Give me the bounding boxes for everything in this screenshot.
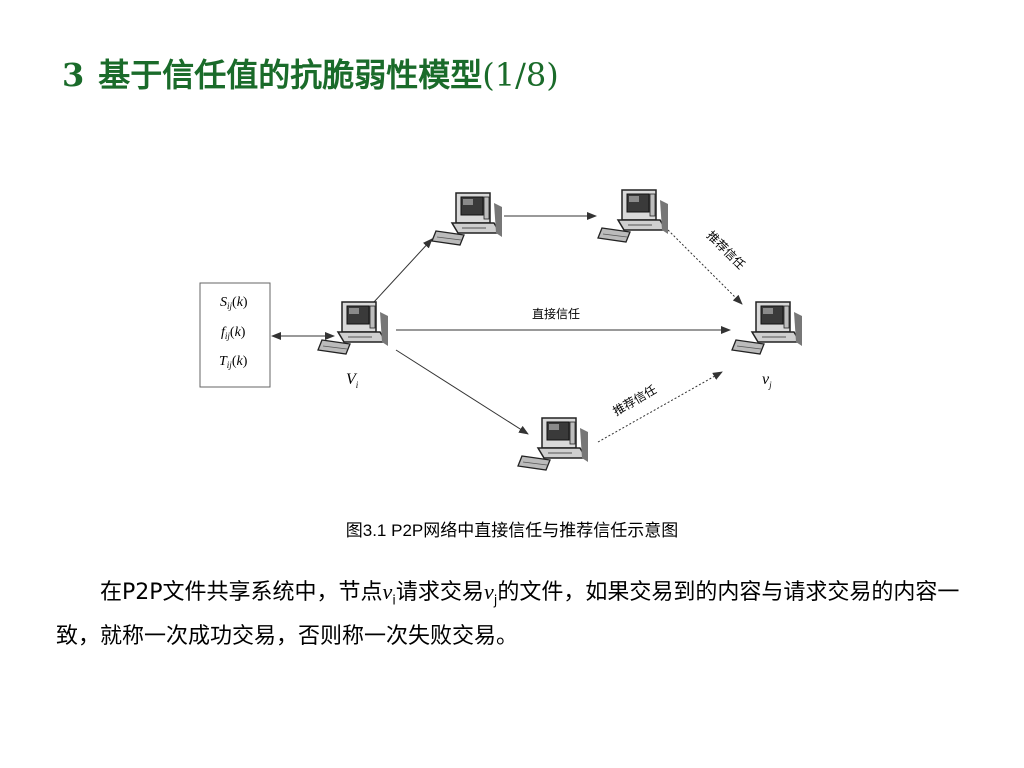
computer-node-top-left-icon	[431, 192, 503, 246]
vi-to-bottom-arrow	[395, 349, 529, 435]
title-number: 3	[62, 56, 85, 94]
recommend-trust-label-bottom: 推荐信任	[611, 382, 660, 418]
computer-node-top-right-icon	[597, 189, 669, 243]
node-vi-label: Vi	[346, 371, 359, 390]
computer-node-bottom-icon	[517, 417, 589, 471]
direct-trust-label: 直接信任	[532, 306, 580, 321]
node-vj-label: vj	[762, 371, 772, 390]
node-vj-sub: j	[493, 593, 498, 609]
recommend-trust-label-top: 推荐信任	[704, 228, 748, 272]
node-vj-var: v	[483, 579, 494, 604]
box-line-s: Sij(k)	[220, 295, 248, 311]
computer-node-vj-icon	[731, 301, 803, 355]
top-right-to-vj-dashed-arrow	[667, 229, 743, 305]
paragraph-part-2: 请求交易	[395, 580, 484, 605]
box-line-t: Tij(k)	[219, 354, 248, 370]
title-page-indicator: (1/8)	[482, 56, 559, 94]
box-line-f: fij(k)	[221, 325, 246, 341]
computer-node-vi-icon	[317, 301, 389, 355]
figure-caption: 图3.1 P2P网络中直接信任与推荐信任示意图	[345, 521, 679, 540]
slide-title: 3 基于信任值的抗脆弱性模型(1/8)	[62, 50, 559, 96]
vi-to-top-left-arrow	[373, 238, 433, 303]
paragraph-part-3: 的文件，如果交易到的内容与请求交易的内容一致，就称一次成功交易，否则称一次失败交…	[56, 580, 960, 650]
title-text: 基于信任值的抗脆弱性模型	[98, 56, 483, 94]
node-vi-sub: i	[392, 593, 396, 609]
paragraph-part-1: 在P2P文件共享系统中，节点	[100, 580, 383, 605]
node-vi-var: v	[382, 579, 393, 604]
body-paragraph: 在P2P文件共享系统中，节点vi请求交易vj的文件，如果交易到的内容与请求交易的…	[56, 574, 971, 655]
trust-value-box	[199, 282, 271, 388]
